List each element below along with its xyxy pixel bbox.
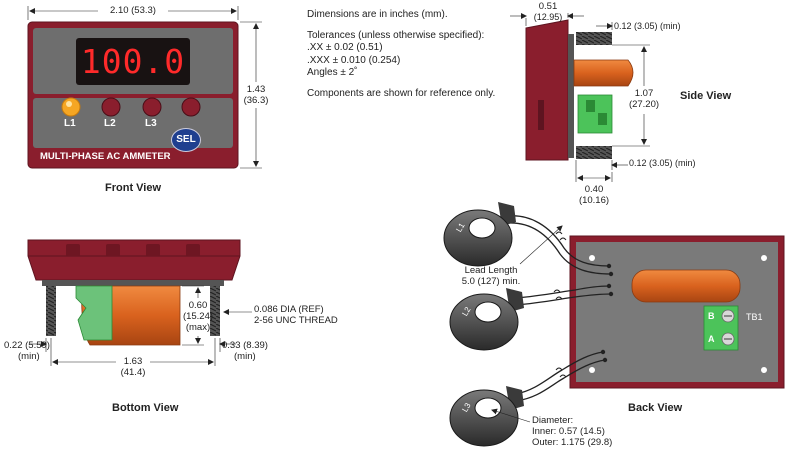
side-pcb	[568, 34, 574, 158]
back-hole-bl	[589, 367, 595, 373]
sel-button[interactable]: SEL	[171, 128, 201, 152]
product-name: MULTI-PHASE AC AMMETER	[40, 151, 171, 162]
ct-2	[449, 288, 524, 351]
note-units: Dimensions are in inches (mm).	[307, 9, 448, 20]
ct1-hole	[468, 217, 496, 239]
side-depth-mm-label: (12.95)	[533, 12, 563, 22]
side-bezel	[525, 19, 569, 161]
side-stud-bottom	[576, 146, 612, 159]
side-capacitor	[573, 59, 634, 87]
led-label-l1: L1	[64, 118, 76, 129]
side-body-label: 0.40	[584, 184, 604, 195]
diameter-label: Diameter:	[532, 415, 574, 426]
side-stud-bottom-label: 0.12 (3.05) (min)	[629, 158, 696, 168]
bottom-spacing-label: 1.63	[123, 356, 143, 367]
side-view-title: Side View	[680, 90, 732, 102]
front-view-title: Front View	[105, 182, 162, 194]
front-height-label: 1.43	[246, 84, 266, 95]
led-label-l3: L3	[145, 118, 157, 129]
bottom-bezel	[27, 239, 241, 281]
ct2-wire-b	[515, 293, 612, 306]
bottom-terminal-block	[75, 285, 113, 341]
lead-length-label: Lead Length	[464, 265, 518, 276]
back-capacitor	[631, 269, 741, 303]
bottom-rib-4	[186, 244, 200, 256]
note-tol-angles: Angles ± 2˚	[307, 67, 358, 78]
ct1-wire-b	[507, 222, 612, 275]
drawing-notes: Dimensions are in inches (mm). Tolerance…	[307, 9, 495, 100]
bottom-left-offset-note: (min)	[18, 351, 40, 362]
note-tol-xxx: .XXX ± 0.010 (0.254)	[307, 54, 401, 66]
side-body-mm-label: (10.16)	[578, 195, 610, 206]
bottom-spacing-mm-label: (41.4)	[120, 367, 146, 378]
ct2-wire-a	[515, 285, 610, 299]
side-stud-top	[576, 32, 612, 45]
led-label-l2: L2	[104, 118, 116, 129]
note-reference: Components are shown for reference only.	[307, 87, 496, 99]
bottom-height-mm-label: (15.24)	[182, 311, 214, 322]
terminal-b-label: B	[708, 311, 715, 321]
front-width-label: 2.10 (53.3)	[110, 5, 156, 16]
side-terminal-screw-1	[586, 100, 595, 112]
bottom-height-note: (max)	[185, 322, 211, 333]
front-view	[27, 6, 262, 169]
ct1-wire-a	[507, 215, 610, 267]
bottom-stud-thread-label: 2-56 UNC THREAD	[254, 315, 338, 326]
back-view	[443, 202, 785, 447]
side-terminal-screw-2	[598, 113, 607, 125]
bottom-rib-1	[66, 244, 80, 256]
bottom-height-label: 0.60	[188, 300, 208, 311]
led-l1	[61, 97, 81, 117]
side-stud-top-label: 0.12 (3.05) (min)	[614, 21, 681, 31]
diameter-inner: Inner: 0.57 (14.5)	[532, 426, 605, 437]
bottom-pcb	[42, 280, 224, 286]
wire-break-marks	[553, 231, 567, 378]
side-height-label: 1.07	[634, 88, 654, 99]
lead-length-leader	[519, 225, 563, 265]
ct3-wire-b	[515, 359, 606, 402]
ct2-hole	[474, 301, 502, 323]
ct-1	[443, 202, 516, 267]
side-view	[510, 13, 650, 182]
bottom-rib-2	[106, 244, 120, 256]
diameter-outer: Outer: 1.175 (29.8)	[532, 437, 613, 448]
side-tab	[538, 100, 544, 130]
bottom-view-title: Bottom View	[112, 402, 179, 414]
front-height-mm-label: (36.3)	[243, 95, 269, 106]
lead-length-value: 5.0 (127) min.	[461, 276, 521, 287]
diameter-leader	[491, 408, 531, 423]
bottom-right-offset-label: 0.33 (8.39)	[222, 340, 268, 351]
bottom-left-offset-label: 0.22 (5.59)	[4, 340, 50, 351]
ct3-hole	[474, 397, 502, 419]
bottom-stud-dia-label: 0.086 DIA (REF)	[254, 304, 324, 315]
note-tol-xx: .XX ± 0.02 (0.51)	[307, 42, 383, 53]
front-display-readout: 100.0	[76, 38, 190, 85]
note-tolerance-heading: Tolerances (unless otherwise specified):	[307, 29, 485, 41]
led-l3	[142, 97, 162, 117]
back-hole-tr	[761, 255, 767, 261]
ct-3	[449, 386, 524, 447]
side-height-mm-label: (27.20)	[628, 99, 660, 110]
bottom-right-offset-note: (min)	[234, 351, 256, 362]
bottom-rib-3	[146, 244, 160, 256]
led-l1-glint	[66, 101, 72, 107]
back-hole-br	[761, 367, 767, 373]
bottom-stud-right	[210, 286, 220, 336]
back-hole-tl	[589, 255, 595, 261]
bottom-stud-left	[46, 286, 56, 336]
tb1-label: TB1	[746, 312, 763, 322]
led-blank	[181, 97, 201, 117]
back-view-title: Back View	[628, 402, 683, 414]
led-l2	[101, 97, 121, 117]
bottom-view	[27, 239, 252, 366]
terminal-a-label: A	[708, 334, 715, 344]
side-depth-label: 0.51	[538, 1, 558, 12]
